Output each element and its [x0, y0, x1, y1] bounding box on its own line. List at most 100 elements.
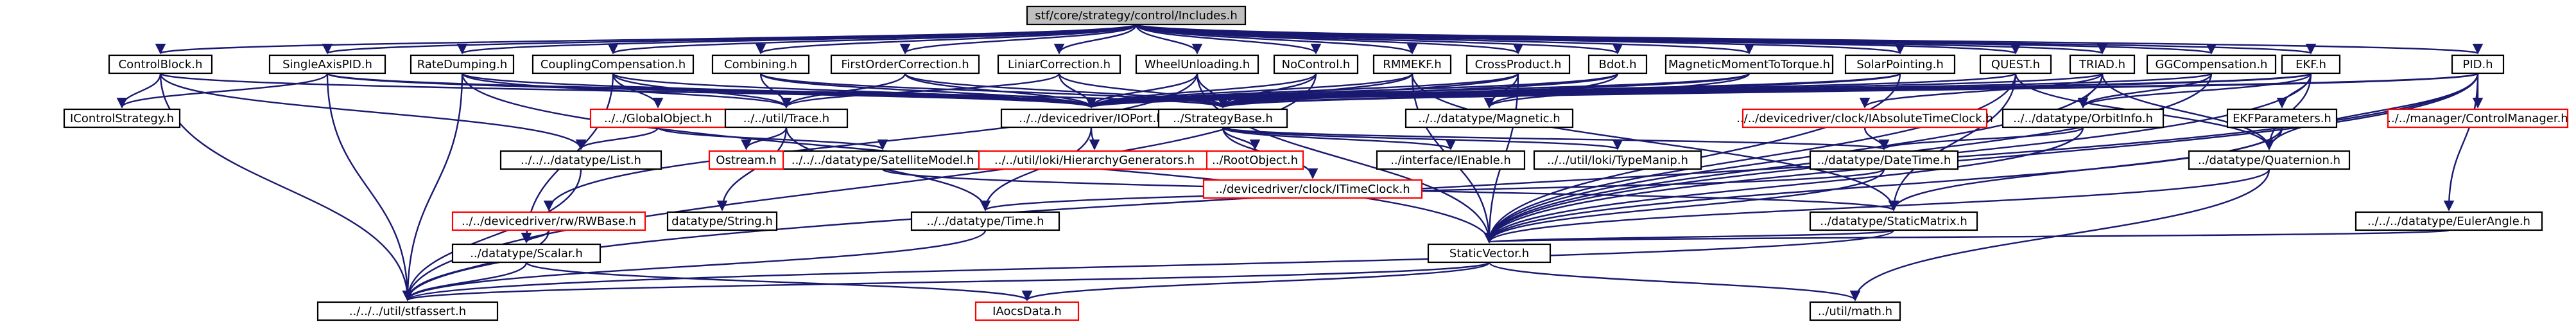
node-label: ../../datatype/OrbitInfo.h [2013, 112, 2153, 125]
node-box [451, 211, 646, 231]
node-datatype-datetime-h[interactable]: ../datatype/DateTime.h [1809, 150, 1959, 170]
node-ggcompensation-h[interactable]: GGCompensation.h [2146, 54, 2277, 75]
node-controlblock-h[interactable]: ControlBlock.h [108, 54, 213, 75]
node-pid-h[interactable]: PID.h [2451, 54, 2505, 75]
node-box [1844, 54, 1956, 75]
node-ostream-h[interactable]: Ostream.h [708, 150, 784, 170]
node-datatype-time-h[interactable]: ../../datatype/Time.h [910, 211, 1060, 231]
node-label: ../../../util/stfassert.h [349, 305, 466, 318]
node-devicedriver-rw-rwbase-h[interactable]: ../../devicedriver/rw/RWBase.h [451, 211, 646, 231]
node-datatype-list-h[interactable]: ../../../datatype/List.h [499, 150, 662, 170]
node-label: ../../../datatype/List.h [521, 154, 641, 167]
node-crossproduct-h[interactable]: CrossProduct.h [1465, 54, 1571, 75]
node-datatype-quaternion-h[interactable]: ../datatype/Quaternion.h [2188, 150, 2351, 170]
graph-nodes: stf/core/strategy/control/Includes.hCont… [63, 5, 2569, 321]
node-util-loki-typemanip-h[interactable]: ../../util/loki/TypeManip.h [1533, 150, 1702, 170]
node-devicedriver-clock-itimeclock-h[interactable]: ../devicedriver/clock/ITimeClock.h [1202, 179, 1423, 199]
node-magneticmomenttotorque-h[interactable]: MagneticMomentToTorque.h [1664, 54, 1834, 75]
node-combining-h[interactable]: Combining.h [711, 54, 810, 75]
node-icontrolstrategy-h[interactable]: IControlStrategy.h [63, 108, 181, 129]
edge-rmmekf-h-to-datatype-staticmatrix-h [1411, 73, 1899, 212]
node-ekf-h[interactable]: EKF.h [2281, 54, 2341, 75]
node-ekfparameters-h[interactable]: EKFParameters.h [2226, 108, 2338, 129]
node-label: ../datatype/DateTime.h [1817, 154, 1951, 167]
node-label: ../../util/Trace.h [743, 112, 829, 125]
node-datatype-eulerangle-h[interactable]: ../../../datatype/EulerAngle.h [2355, 211, 2543, 231]
node-box [2001, 108, 2165, 129]
node-box [1135, 54, 1259, 75]
node-label: NoControl.h [1282, 58, 1351, 71]
node-staticvector-h[interactable]: StaticVector.h [1427, 243, 1552, 264]
edge-stf-core-strategy-control-includes-h-to-nocontrol-h [1135, 24, 1322, 55]
edge-stf-core-strategy-control-includes-h-to-singleaxispid-h [322, 23, 1137, 55]
node-label: IAocsData.h [992, 305, 1062, 318]
node-nocontrol-h[interactable]: NoControl.h [1273, 54, 1359, 75]
node-util-loki-hierarchygenerators-h[interactable]: ../../util/loki/HierarchyGenerators.h [978, 150, 1211, 170]
edge-datatype-staticmatrix-h-to-util-stfassert-h [402, 229, 1895, 302]
node-datatype-string-h[interactable]: datatype/String.h [666, 211, 778, 231]
node-label: IControlStrategy.h [70, 112, 174, 125]
node-iaocsdata-h[interactable]: IAocsData.h [974, 301, 1080, 321]
node-box [268, 54, 386, 75]
node-datatype-orbitinfo-h[interactable]: ../../datatype/OrbitInfo.h [2001, 108, 2165, 129]
node-firstordercorrection-h[interactable]: FirstOrderCorrection.h [830, 54, 980, 75]
node-box [2226, 108, 2338, 129]
node-box [316, 301, 499, 321]
node-box [1376, 150, 1526, 170]
node-datatype-staticmatrix-h[interactable]: ../datatype/StaticMatrix.h [1809, 211, 1978, 231]
node-box [589, 108, 727, 129]
node-solarpointing-h[interactable]: SolarPointing.h [1844, 54, 1956, 75]
node-wheelunloading-h[interactable]: WheelUnloading.h [1135, 54, 1259, 75]
node-label: SolarPointing.h [1856, 58, 1944, 71]
node-box [1405, 108, 1574, 129]
node-triad-h[interactable]: TRIAD.h [2069, 54, 2136, 75]
node-rmmekf-h[interactable]: RMMEKF.h [1372, 54, 1452, 75]
edge-pid-h-to-datatype-eulerangle-h [2443, 73, 2479, 212]
node-liniarcorrection-h[interactable]: LiniarCorrection.h [997, 54, 1121, 75]
node-ratedumping-h[interactable]: RateDumping.h [410, 54, 515, 75]
edge-ratedumping-h-to-util-trace-h [461, 72, 792, 109]
node-rootobject-h[interactable]: ../RootObject.h [1206, 150, 1304, 170]
node-util-trace-h[interactable]: ../../util/Trace.h [724, 108, 849, 129]
node-couplingcompensation-h[interactable]: CouplingCompensation.h [532, 54, 695, 75]
edge-controlblock-h-to-datatype-list-h [159, 73, 587, 150]
edge-strategybase-h-to-util-loki-typemanip-h [1222, 126, 1623, 150]
edge-stf-core-strategy-control-includes-h-to-wheelunloading-h [1135, 24, 1203, 55]
node-devicedriver-clock-iabsolutetimeclock-h[interactable]: ../../devicedriver/clock/IAbsoluteTimeCl… [1736, 108, 1993, 129]
edge-firstordercorrection-h-to-devicedriver-ioport-h [904, 73, 1097, 109]
node-manager-controlmanager-h[interactable]: ../../manager/ControlManager.h [2387, 108, 2569, 129]
node-globalobject-h[interactable]: ../../GlobalObject.h [589, 108, 727, 129]
node-datatype-satellitemodel-h[interactable]: ../../../datatype/SatelliteModel.h [779, 150, 987, 170]
node-strategybase-h[interactable]: ../StrategyBase.h [1157, 108, 1288, 129]
edge-stf-core-strategy-control-includes-h-to-firstordercorrection-h [899, 24, 1137, 55]
node-interface-ienable-h[interactable]: ../interface/IEnable.h [1376, 150, 1526, 170]
edge-couplingcompensation-h-to-globalobject-h [612, 73, 664, 109]
edge-controlblock-h-to-icontrolstrategy-h [116, 73, 162, 109]
node-singleaxispid-h[interactable]: SingleAxisPID.h [268, 54, 386, 75]
node-label: CouplingCompensation.h [540, 58, 686, 71]
edge-stf-core-strategy-control-includes-h-to-liniarcorrection-h [1053, 24, 1137, 55]
node-label: stf/core/strategy/control/Includes.h [1035, 9, 1238, 22]
node-datatype-scalar-h[interactable]: ../datatype/Scalar.h [451, 243, 601, 264]
node-devicedriver-ioport-h[interactable]: ../../devicedriver/IOPort.h [1000, 108, 1182, 129]
node-label: ../../GlobalObject.h [604, 112, 712, 125]
node-datatype-magnetic-h[interactable]: ../../datatype/Magnetic.h [1405, 108, 1574, 129]
edge-datatype-quaternion-h-to-staticvector-h [1483, 168, 2270, 244]
node-bdot-h[interactable]: Bdot.h [1587, 54, 1648, 75]
root-node[interactable]: stf/core/strategy/control/Includes.h [1026, 5, 1247, 26]
node-util-math-h[interactable]: ../util/math.h [1809, 301, 1901, 321]
node-util-stfassert-h[interactable]: ../../../util/stfassert.h [316, 301, 499, 321]
node-box [410, 54, 515, 75]
node-label: StaticVector.h [1449, 247, 1529, 260]
edge-triad-h-to-devicedriver-clock-iabsolutetimeclock-h [1859, 73, 2104, 109]
edge-staticvector-h-to-util-math-h [1488, 262, 1861, 302]
node-label: ../datatype/Quaternion.h [2198, 154, 2340, 167]
edge-couplingcompensation-h-to-util-trace-h [612, 73, 792, 109]
edge-singleaxispid-h-to-util-stfassert-h [326, 73, 413, 302]
node-box [2355, 211, 2543, 231]
node-label: ../../../datatype/EulerAngle.h [2367, 215, 2530, 228]
node-quest-h[interactable]: QUEST.h [1979, 54, 2052, 75]
edge-liniarcorrection-h-to-util-trace-h [781, 73, 1060, 109]
node-label: ControlBlock.h [119, 58, 203, 71]
